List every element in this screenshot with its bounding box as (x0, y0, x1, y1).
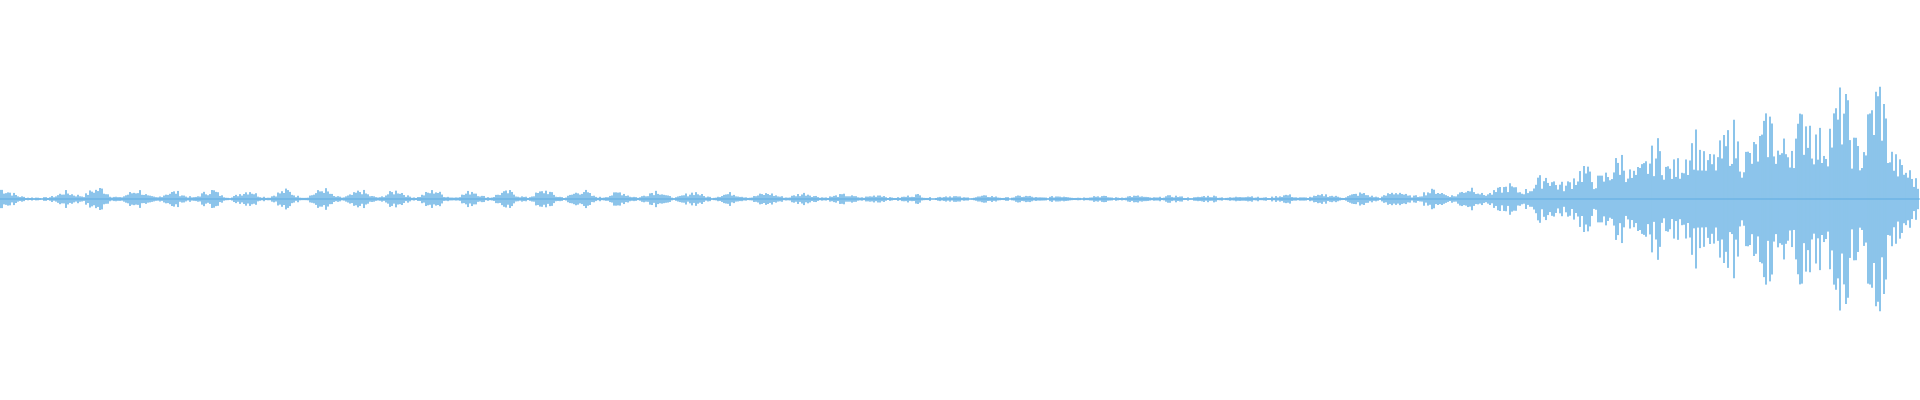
waveform-bars (0, 86, 1919, 312)
